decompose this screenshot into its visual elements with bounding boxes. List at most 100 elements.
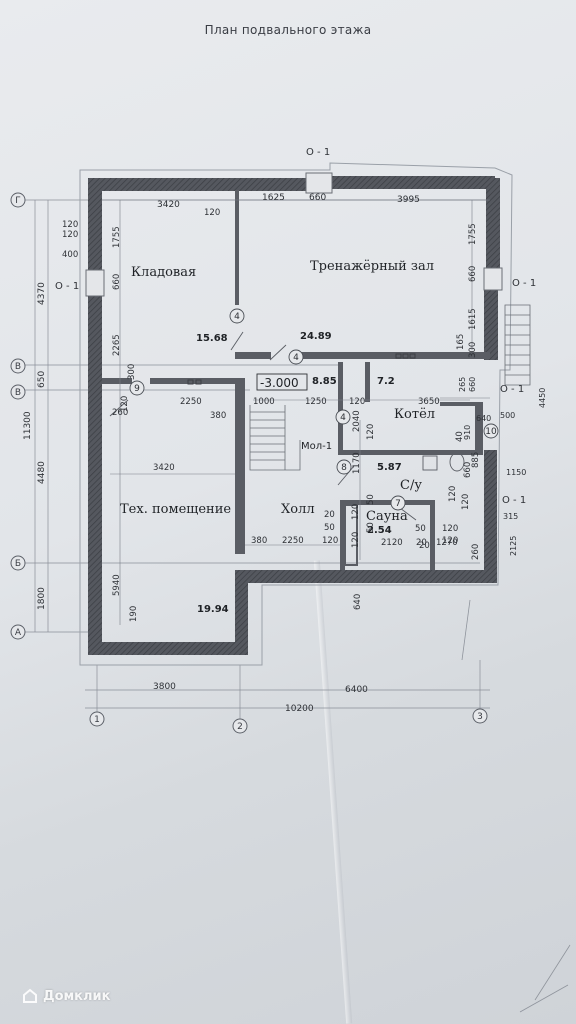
dim-inner: 1250 <box>305 397 327 407</box>
door-mark: 4 <box>234 312 240 322</box>
dim-inner: 120 <box>448 486 458 502</box>
axis-a-label: А <box>15 628 22 638</box>
axis-2-label: 2 <box>237 722 243 732</box>
axis-1-label: 1 <box>94 715 100 725</box>
dim-bottom: 3800 <box>153 682 176 692</box>
dim-inner: 2250 <box>282 536 304 546</box>
room-tech-name: Тех. помещение <box>120 502 231 517</box>
axis-v1-bubble <box>10 358 26 374</box>
section-mark-right2: О - 1 <box>500 384 524 395</box>
dim-inner: 380 <box>251 536 267 546</box>
dim-left-outer: 650 <box>37 371 47 388</box>
dim-inner: 660 <box>463 462 473 478</box>
dim-inner: 20 <box>419 541 430 551</box>
plumbing-fixtures <box>109 331 465 521</box>
room-gym-area: 24.89 <box>300 331 332 342</box>
dim-left-inner: 2265 <box>112 334 122 356</box>
interior-walls <box>102 190 490 570</box>
dim-inner: 2040 <box>352 410 362 432</box>
axis-g-label: Г <box>15 196 21 206</box>
dim-left-inner: 5940 <box>112 574 122 596</box>
dim-inner: 3420 <box>153 463 175 473</box>
dim-inner: 885 <box>471 452 481 468</box>
dim-left-inner: 400 <box>62 250 78 260</box>
axis-g-bubble <box>10 192 26 208</box>
dim-left-inner: 120 <box>62 230 78 240</box>
dim-right-gym: 1615 <box>468 308 478 330</box>
dim-inner: 50 <box>324 523 335 533</box>
dim-bottom: 6400 <box>345 685 368 695</box>
window-marks <box>85 172 503 385</box>
dim-right-ext: 2125 <box>509 536 518 556</box>
room-sauna-name: Сауна <box>366 509 408 524</box>
dim-left-inner: 660 <box>112 274 122 290</box>
axis-b-bubble <box>10 555 26 571</box>
pen-marks <box>461 599 571 1013</box>
dim-right-ext: 4450 <box>538 388 547 408</box>
dim-inner: 2120 <box>381 538 403 548</box>
dim-right-ext: 660 <box>468 377 477 392</box>
axis-a-bubble <box>10 624 26 640</box>
dim-inner: 1270 <box>436 538 458 548</box>
room-sauna-area: 2.54 <box>367 525 392 536</box>
dim-inner: 120 <box>461 494 471 510</box>
exterior-walls <box>88 176 500 655</box>
axis-3-bubble <box>472 708 488 724</box>
axis-bubbles <box>10 192 488 734</box>
level-value: -3.000 <box>260 376 299 390</box>
section-mark-right1: О - 1 <box>512 278 536 289</box>
room-tech-area: 19.94 <box>197 604 229 615</box>
dim-inner: 120 <box>120 396 130 412</box>
wall-outline <box>79 162 513 666</box>
section-mark-left: О - 1 <box>55 281 79 292</box>
dim-inner: 120 <box>351 504 361 520</box>
door-mark: 4 <box>293 353 299 363</box>
domclick-logo-icon <box>23 988 37 1003</box>
door-mark: 4 <box>340 413 346 423</box>
room-gym-name: Тренажёрный зал <box>310 259 434 274</box>
dim-right-ext: 910 <box>463 425 472 440</box>
room-storage-name: Кладовая <box>131 265 196 280</box>
dim-right-gym: 1755 <box>468 223 478 245</box>
dim-inner: 380 <box>210 411 226 421</box>
dim-left-inner: 190 <box>129 606 139 622</box>
axis-v1-label: В <box>15 362 21 372</box>
dim-inner: 120 <box>204 208 220 218</box>
dim-top: 660 <box>309 193 326 203</box>
watermark-text: Домклик <box>43 988 111 1004</box>
dim-right-gym: 300 <box>468 342 478 358</box>
level-marker: -3.000 <box>256 373 308 391</box>
room-hall-area: 8.85 <box>312 376 337 387</box>
dim-left-outer: 4370 <box>37 282 47 305</box>
room-boiler-area: 7.2 <box>377 376 395 387</box>
dim-right-ext: 1150 <box>506 468 526 477</box>
dim-left-outer: 4480 <box>37 461 47 484</box>
axis-3-label: 3 <box>477 712 483 722</box>
dim-inner: 120 <box>442 536 458 546</box>
room-boiler-name: Котёл <box>394 407 435 422</box>
axis-2-bubble <box>232 718 248 734</box>
door-mark: 9 <box>134 384 140 394</box>
room-wc-name: С/у <box>400 478 422 493</box>
dim-inner: 640 <box>353 594 363 610</box>
dim-right-gym: 660 <box>468 266 478 282</box>
dim-top: 3420 <box>157 200 180 210</box>
dim-inner: 2250 <box>180 397 202 407</box>
dim-right-ext: 265 <box>458 377 467 392</box>
dim-right-gym: 165 <box>456 334 466 350</box>
axis-v2-label: В <box>15 388 21 398</box>
stairs <box>249 304 531 471</box>
dim-bottom: 10200 <box>285 704 314 714</box>
dim-left-inner: 1755 <box>112 226 122 248</box>
axis-b-label: Б <box>15 559 21 569</box>
section-mark-right3: О - 1 <box>502 495 526 506</box>
dim-inner: 40 <box>455 431 465 442</box>
stair-label: Мол-1 <box>301 441 332 452</box>
dim-inner: 120 <box>442 524 458 534</box>
dim-inner: 20 <box>324 510 335 520</box>
dim-inner: 120 <box>366 424 376 440</box>
room-wc-area: 5.87 <box>377 462 402 473</box>
dimension-lines <box>102 199 490 625</box>
section-mark-top: О - 1 <box>306 147 330 158</box>
dim-left-inner: 260 <box>112 408 128 418</box>
